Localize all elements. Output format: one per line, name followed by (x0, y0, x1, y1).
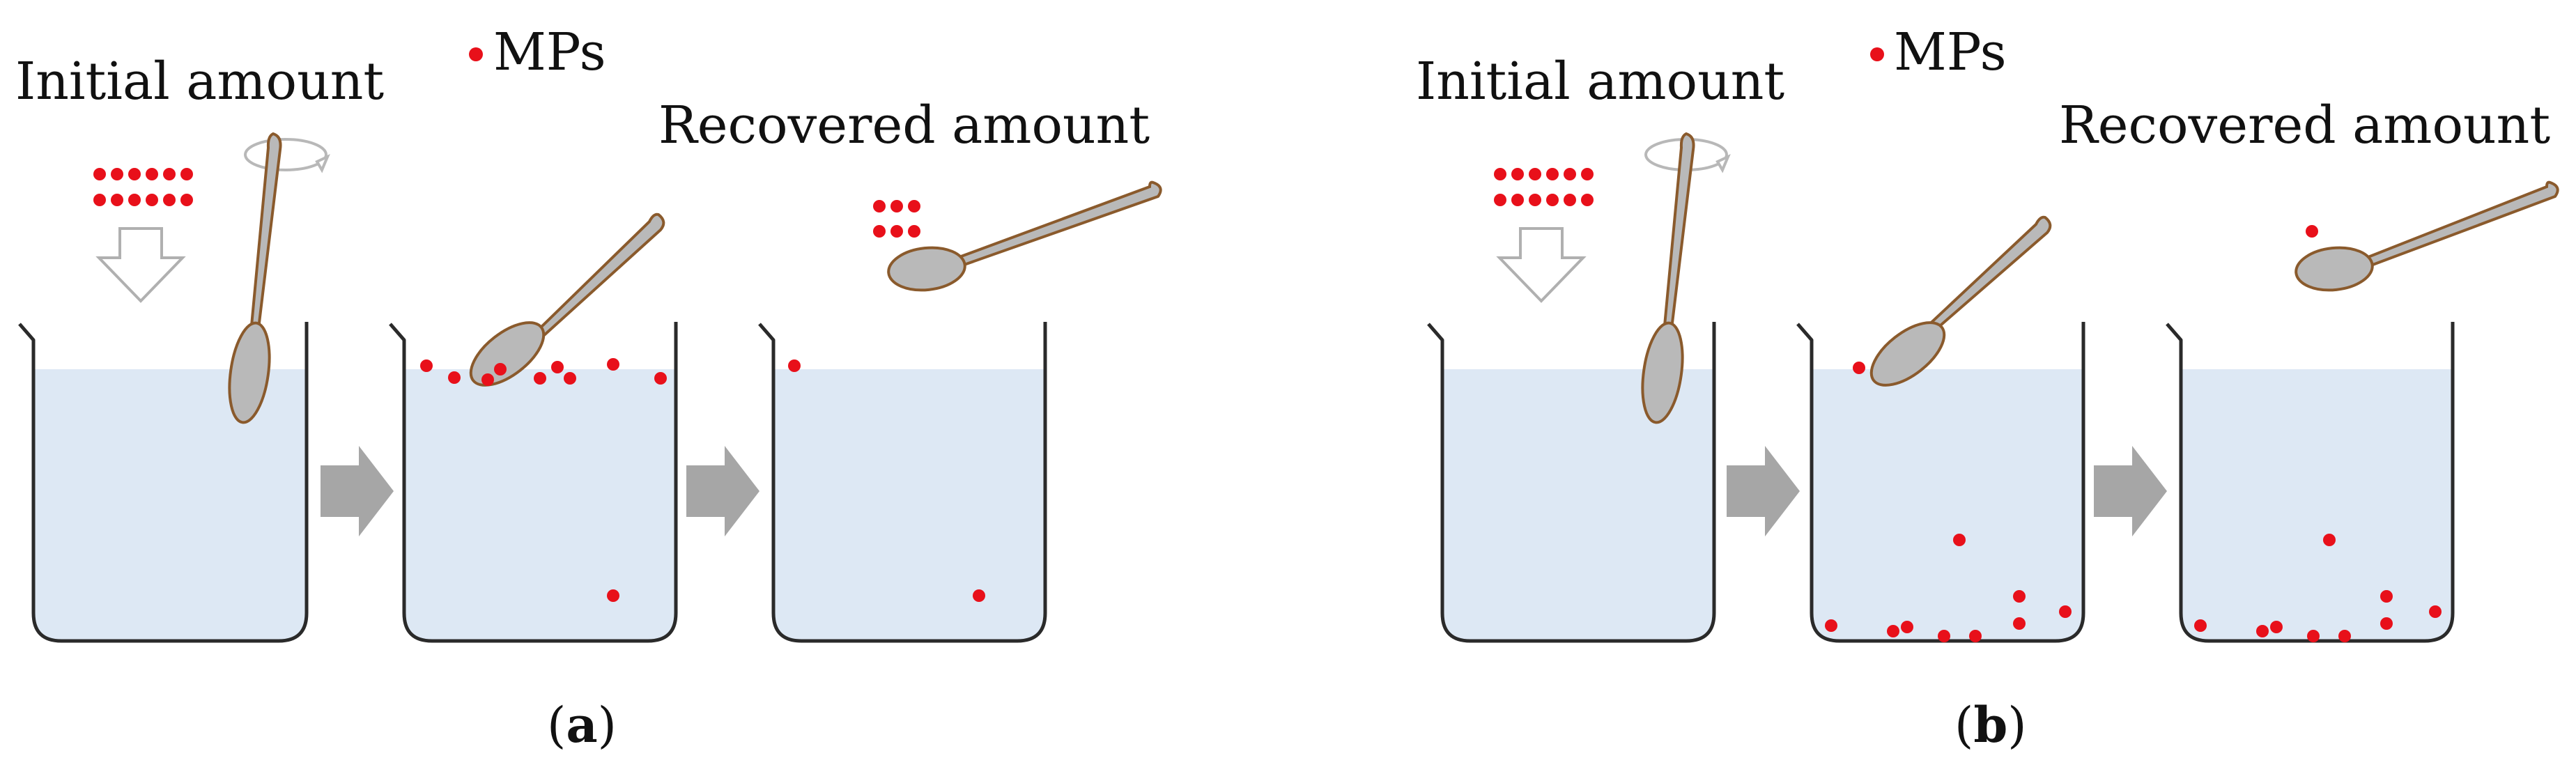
mps-legend-label: MPs (493, 22, 606, 82)
remaining-mp-dots (2194, 534, 2442, 642)
sunken-mp-dots (1825, 362, 2072, 642)
panel-label-open: ( (547, 697, 566, 754)
panel-label-letter: b (1973, 696, 2007, 754)
right-arrow-icon (686, 446, 759, 536)
beaker-3 (2166, 322, 2455, 643)
spoon-icon (1641, 132, 1695, 424)
beaker-icon (1796, 322, 2085, 643)
initial-amount-label: Initial amount (1416, 52, 1784, 111)
beaker-2 (1796, 322, 2085, 643)
mps-legend-label: MPs (1894, 22, 2007, 82)
panel-label-letter: a (566, 696, 597, 754)
spoon-icon (1869, 215, 2052, 387)
beaker-icon (758, 322, 1047, 643)
initial-amount-label: Initial amount (15, 52, 384, 111)
beaker-2 (389, 322, 678, 643)
beaker-1 (1427, 322, 1716, 643)
down-arrow-icon (95, 227, 186, 303)
recovered-amount-label: Recovered amount (658, 95, 1150, 155)
recovered-mp-dots (2306, 225, 2318, 238)
floating-mp-dots (420, 358, 667, 602)
recovered-mp-dots (873, 200, 920, 238)
right-arrow-icon (321, 446, 394, 536)
mps-legend-dot (469, 47, 483, 61)
panel-label-open: ( (1954, 697, 1973, 754)
spoon-icon (469, 212, 665, 387)
beaker-1 (18, 322, 309, 643)
svg-text:(b): (b) (1954, 696, 2027, 754)
spoon-icon (887, 180, 1162, 292)
right-arrow-icon (1727, 446, 1800, 536)
beaker-icon (389, 322, 678, 643)
down-arrow-icon (1496, 227, 1587, 303)
beaker-icon (2166, 322, 2455, 643)
initial-mp-dots (93, 168, 193, 206)
mps-legend-dot (1870, 47, 1884, 61)
spoon-icon (228, 132, 282, 424)
beaker-icon (1427, 322, 1716, 643)
right-arrow-icon (2094, 446, 2167, 536)
remaining-mp-dots (788, 359, 985, 602)
beaker-3 (758, 322, 1047, 643)
panel-label-close: ) (598, 697, 617, 754)
beaker-icon (18, 322, 309, 643)
spoon-icon (2295, 180, 2559, 292)
svg-text:(a): (a) (547, 696, 617, 754)
initial-mp-dots (1494, 168, 1594, 206)
recovered-amount-label: Recovered amount (2059, 95, 2550, 155)
panel-b: Initial amount MPs Recovered amount (1416, 22, 2559, 754)
stir-rotation-icon (244, 138, 330, 173)
panel-label-close: ) (2007, 697, 2026, 754)
panel-a: Initial amount MPs Recovered amount (15, 22, 1162, 754)
